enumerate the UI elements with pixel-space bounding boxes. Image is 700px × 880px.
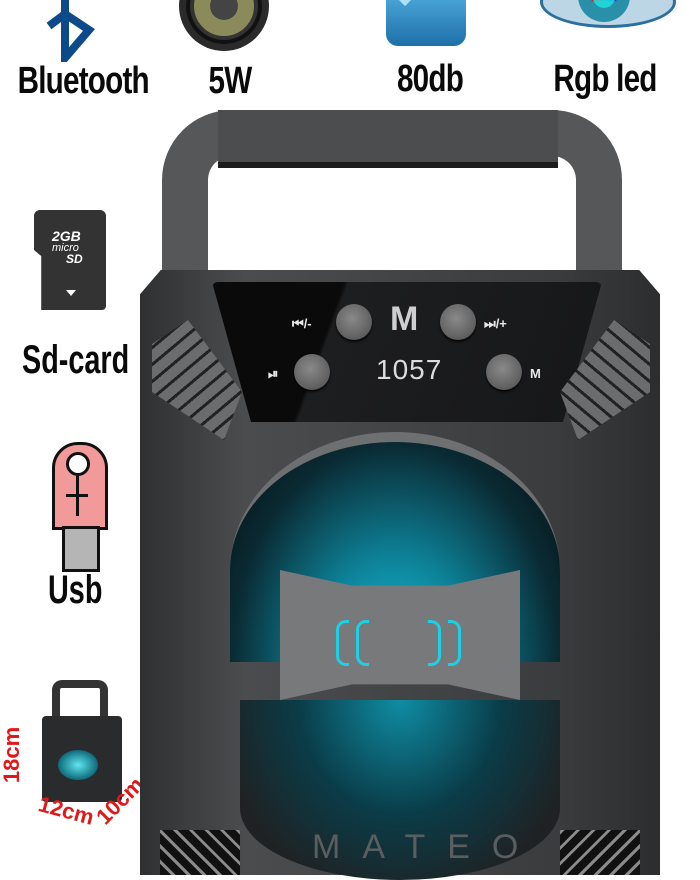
mode-button[interactable] <box>486 354 522 390</box>
feature-loudness: 80db <box>370 0 490 110</box>
play-button-label: ⏯ <box>268 366 279 381</box>
speaker-driver-icon <box>179 0 269 51</box>
signal-waves-icon <box>386 0 466 46</box>
next-button-label: ⏭/+ <box>484 316 507 331</box>
bottom-grill-right <box>560 830 640 875</box>
dimensions-thumbnail: 18cm 12cm 10cm <box>0 670 170 840</box>
feature-label: Usb <box>48 568 103 612</box>
light-indicator-left-inner <box>356 620 369 666</box>
light-indicator-right-inner <box>428 620 441 666</box>
control-panel <box>212 282 602 422</box>
feature-label: 5W <box>208 60 253 102</box>
feature-label: 80db <box>396 58 464 100</box>
next-volume-up-button[interactable] <box>440 304 476 340</box>
feature-label: Sd-card <box>22 338 130 382</box>
mode-button-label: M <box>530 366 541 381</box>
rgb-eye-icon <box>540 0 676 32</box>
micro-sd-card-icon: 2GB micro SD <box>34 210 106 310</box>
light-indicator-right <box>448 620 461 666</box>
feature-rgb: Rgb led <box>520 0 690 110</box>
feature-bluetooth: Bluetooth <box>0 0 160 110</box>
play-pause-button[interactable] <box>294 354 330 390</box>
dimension-height: 18cm <box>0 726 25 784</box>
frequency-display: 1057 <box>376 354 443 385</box>
bottom-grill-left <box>160 830 240 875</box>
brand-logo: M <box>390 300 419 338</box>
speaker-product: M ⏮/- ⏭/+ ⏯ M 1057 MATEO <box>140 100 700 880</box>
feature-label: Bluetooth <box>17 60 150 102</box>
feature-usb: Usb <box>40 440 160 620</box>
bluetooth-icon <box>46 0 95 62</box>
feature-sd-card: 2GB micro SD Sd-card <box>20 210 160 390</box>
light-indicator-left <box>336 620 349 666</box>
feature-power: 5W <box>170 0 290 110</box>
usb-drive-icon <box>52 442 108 572</box>
speaker-light-lower <box>240 700 560 880</box>
speaker-thumbnail <box>40 680 124 810</box>
brand-name: MATEO <box>312 828 541 866</box>
prev-button-label: ⏮/- <box>292 316 312 331</box>
center-brace <box>280 570 520 700</box>
prev-volume-down-button[interactable] <box>336 304 372 340</box>
feature-label: Rgb led <box>553 58 657 100</box>
